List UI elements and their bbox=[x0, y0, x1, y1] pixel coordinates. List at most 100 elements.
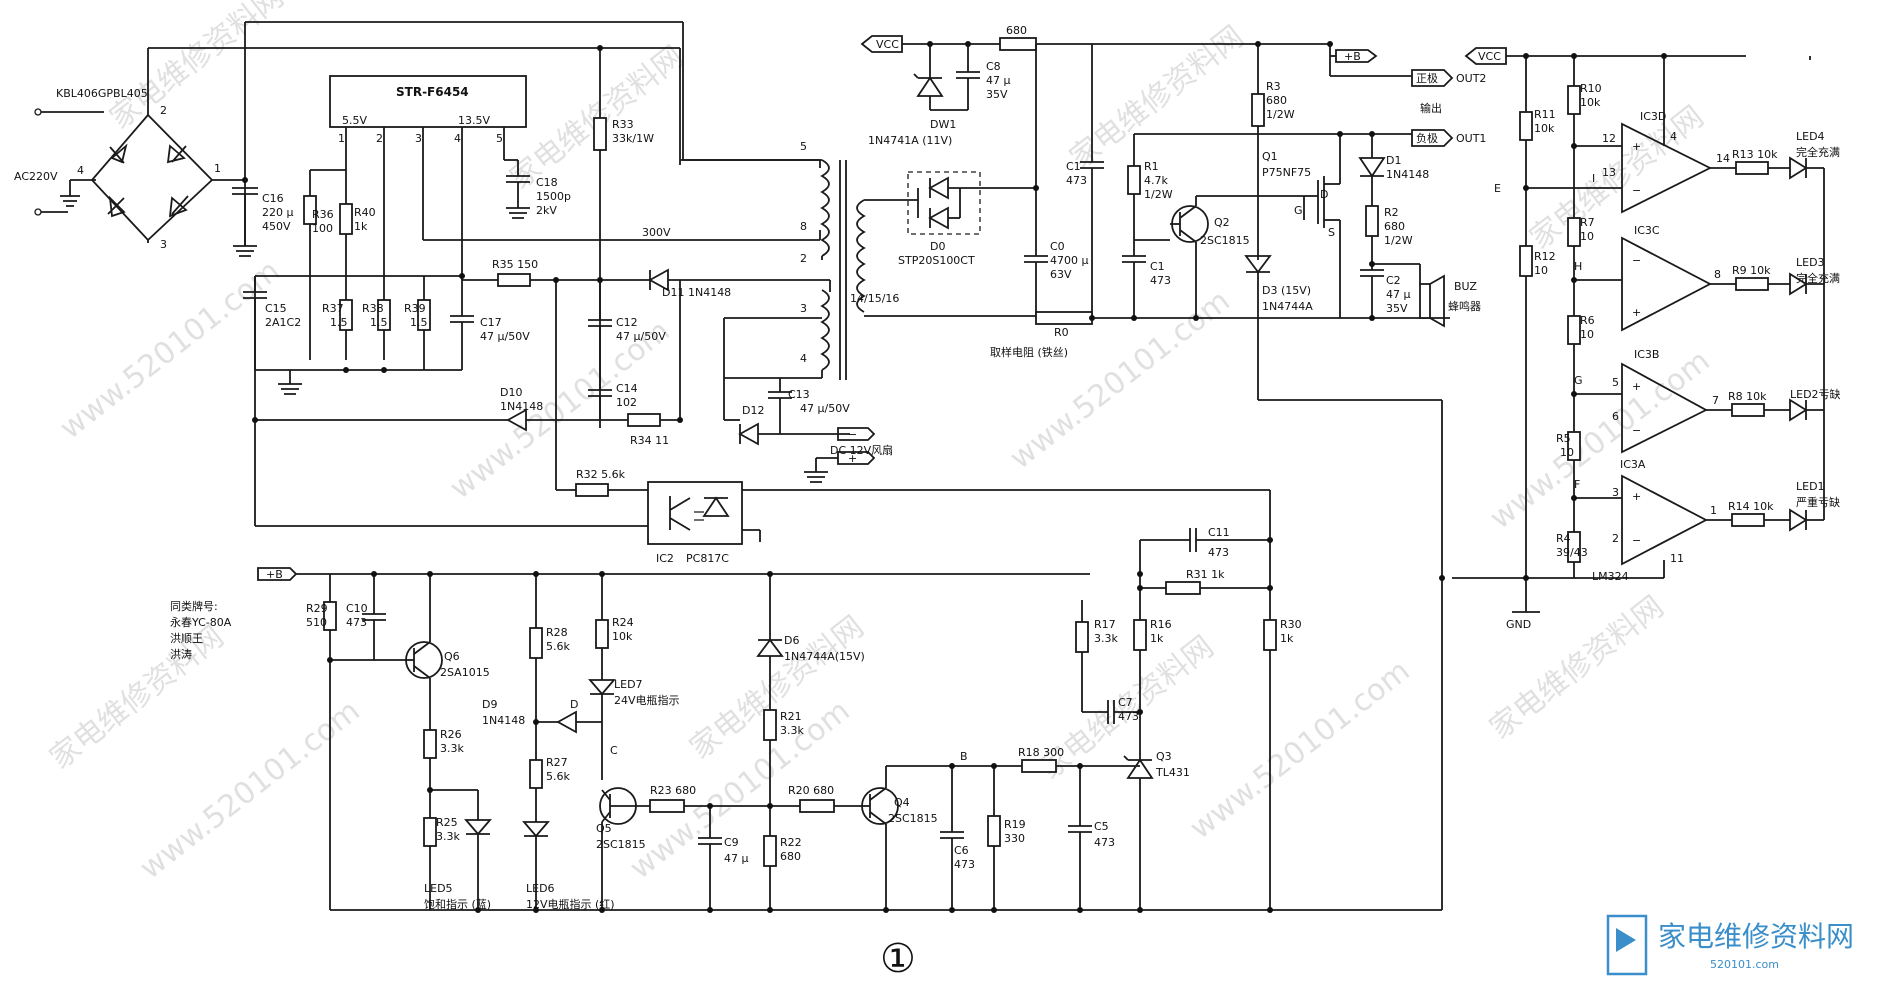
svg-text:+: + bbox=[1632, 306, 1641, 319]
ic1-name: STR-F6454 bbox=[396, 85, 469, 99]
svg-text:DW1: DW1 bbox=[930, 118, 956, 131]
svg-text:12: 12 bbox=[1602, 132, 1616, 145]
svg-text:473: 473 bbox=[1150, 274, 1171, 287]
svg-text:VCC: VCC bbox=[876, 38, 899, 51]
svg-text:3.3k: 3.3k bbox=[440, 742, 464, 755]
svg-text:680: 680 bbox=[1384, 220, 1405, 233]
svg-text:473: 473 bbox=[954, 858, 975, 871]
svg-text:8: 8 bbox=[1714, 268, 1721, 281]
svg-text:正极: 正极 bbox=[1416, 71, 1438, 85]
svg-text:−: − bbox=[1632, 534, 1641, 547]
svg-text:1k: 1k bbox=[1280, 632, 1294, 645]
svg-text:330: 330 bbox=[1004, 832, 1025, 845]
svg-text:1: 1 bbox=[1710, 504, 1717, 517]
svg-text:5: 5 bbox=[800, 140, 807, 153]
svg-text:1k: 1k bbox=[354, 220, 368, 233]
svg-text:10k: 10k bbox=[1534, 122, 1555, 135]
svg-text:D1: D1 bbox=[1386, 154, 1401, 167]
svg-text:3: 3 bbox=[1612, 486, 1619, 499]
svg-text:+: + bbox=[1632, 490, 1641, 503]
svg-text:C5: C5 bbox=[1094, 820, 1109, 833]
svg-text:1: 1 bbox=[214, 162, 221, 175]
svg-text:R18 300: R18 300 bbox=[1018, 746, 1064, 759]
svg-text:R3: R3 bbox=[1266, 80, 1281, 93]
svg-text:+B: +B bbox=[1344, 50, 1361, 63]
svg-text:1500p: 1500p bbox=[536, 190, 571, 203]
regulator-tl431 bbox=[1123, 755, 1154, 779]
figure-number: ① bbox=[880, 936, 916, 982]
svg-text:LED3: LED3 bbox=[1796, 256, 1825, 269]
svg-text:C17: C17 bbox=[480, 316, 502, 329]
svg-text:4: 4 bbox=[800, 352, 807, 365]
svg-text:7: 7 bbox=[1712, 394, 1719, 407]
svg-text:C0: C0 bbox=[1050, 240, 1065, 253]
svg-text:IC3C: IC3C bbox=[1634, 224, 1660, 237]
svg-text:R26: R26 bbox=[440, 728, 462, 741]
svg-text:1/2W: 1/2W bbox=[1266, 108, 1295, 121]
svg-text:R11: R11 bbox=[1534, 108, 1556, 121]
watermark-cn: 家电维修资料网 bbox=[103, 0, 290, 136]
svg-text:G: G bbox=[1294, 204, 1303, 217]
svg-text:R29: R29 bbox=[306, 602, 328, 615]
svg-text:Q3: Q3 bbox=[1156, 750, 1172, 763]
buzzer bbox=[1419, 283, 1431, 319]
svg-text:R27: R27 bbox=[546, 756, 568, 769]
svg-text:R5: R5 bbox=[1556, 432, 1571, 445]
indicator-section: VCC R11 10k R12 10 E GND R10 10k R7 10 R… bbox=[1452, 47, 1841, 631]
svg-text:BUZ: BUZ bbox=[1454, 280, 1477, 293]
svg-text:2SC1815: 2SC1815 bbox=[888, 812, 938, 825]
svg-text:R20 680: R20 680 bbox=[788, 784, 834, 797]
svg-text:10: 10 bbox=[1580, 328, 1594, 341]
svg-text:IC2: IC2 bbox=[656, 552, 674, 565]
svg-text:R10: R10 bbox=[1580, 82, 1602, 95]
svg-text:饱和指示 (蓝): 饱和指示 (蓝) bbox=[424, 897, 491, 911]
svg-text:5.6k: 5.6k bbox=[546, 770, 570, 783]
svg-text:100: 100 bbox=[312, 222, 333, 235]
svg-text:洪顺王: 洪顺王 bbox=[170, 631, 203, 645]
svg-text:R32 5.6k: R32 5.6k bbox=[576, 468, 626, 481]
svg-text:13: 13 bbox=[1602, 166, 1616, 179]
svg-text:R13 10k: R13 10k bbox=[1732, 148, 1778, 161]
svg-text:蜂鸣器: 蜂鸣器 bbox=[1448, 299, 1481, 313]
svg-text:680: 680 bbox=[1266, 94, 1287, 107]
svg-text:1k: 1k bbox=[1150, 632, 1164, 645]
svg-text:C: C bbox=[610, 744, 618, 757]
svg-text:10: 10 bbox=[1580, 230, 1594, 243]
svg-text:450V: 450V bbox=[262, 220, 291, 233]
svg-text:完全充满: 完全充满 bbox=[1796, 271, 1840, 285]
svg-text:63V: 63V bbox=[1050, 268, 1072, 281]
svg-text:R21: R21 bbox=[780, 710, 802, 723]
svg-text:1N4744A(15V): 1N4744A(15V) bbox=[784, 650, 865, 663]
svg-text:33k/1W: 33k/1W bbox=[612, 132, 654, 145]
svg-text:1.5: 1.5 bbox=[370, 316, 388, 329]
svg-text:R16: R16 bbox=[1150, 618, 1172, 631]
svg-text:8: 8 bbox=[800, 220, 807, 233]
svg-text:2A1C2: 2A1C2 bbox=[265, 316, 301, 329]
transformer-secondary bbox=[856, 199, 866, 313]
svg-text:IC3B: IC3B bbox=[1634, 348, 1659, 361]
svg-text:47 μ: 47 μ bbox=[724, 852, 749, 865]
svg-text:I: I bbox=[1592, 172, 1595, 185]
svg-text:473: 473 bbox=[1208, 546, 1229, 559]
svg-text:D6: D6 bbox=[784, 634, 799, 647]
svg-text:680: 680 bbox=[1006, 24, 1027, 37]
svg-text:2: 2 bbox=[160, 104, 167, 117]
svg-text:D9: D9 bbox=[482, 698, 497, 711]
svg-text:473: 473 bbox=[346, 616, 367, 629]
svg-text:2SA1015: 2SA1015 bbox=[440, 666, 490, 679]
svg-text:F: F bbox=[1574, 478, 1580, 491]
svg-text:R40: R40 bbox=[354, 206, 376, 219]
svg-text:D11 1N4148: D11 1N4148 bbox=[662, 286, 731, 299]
svg-text:1N4741A (11V): 1N4741A (11V) bbox=[868, 134, 952, 147]
svg-text:1/2W: 1/2W bbox=[1144, 188, 1173, 201]
svg-text:10: 10 bbox=[1560, 446, 1574, 459]
svg-text:2: 2 bbox=[376, 132, 383, 145]
svg-text:永春YC-80A: 永春YC-80A bbox=[170, 615, 232, 629]
svg-text:35V: 35V bbox=[1386, 302, 1408, 315]
logo-brand: 家电维修资料网 bbox=[1658, 920, 1854, 953]
svg-text:473: 473 bbox=[1066, 174, 1087, 187]
svg-text:+: + bbox=[848, 452, 857, 465]
svg-text:R14 10k: R14 10k bbox=[1728, 500, 1774, 513]
svg-text:负极: 负极 bbox=[1416, 131, 1438, 145]
svg-text:GND: GND bbox=[1506, 618, 1531, 631]
